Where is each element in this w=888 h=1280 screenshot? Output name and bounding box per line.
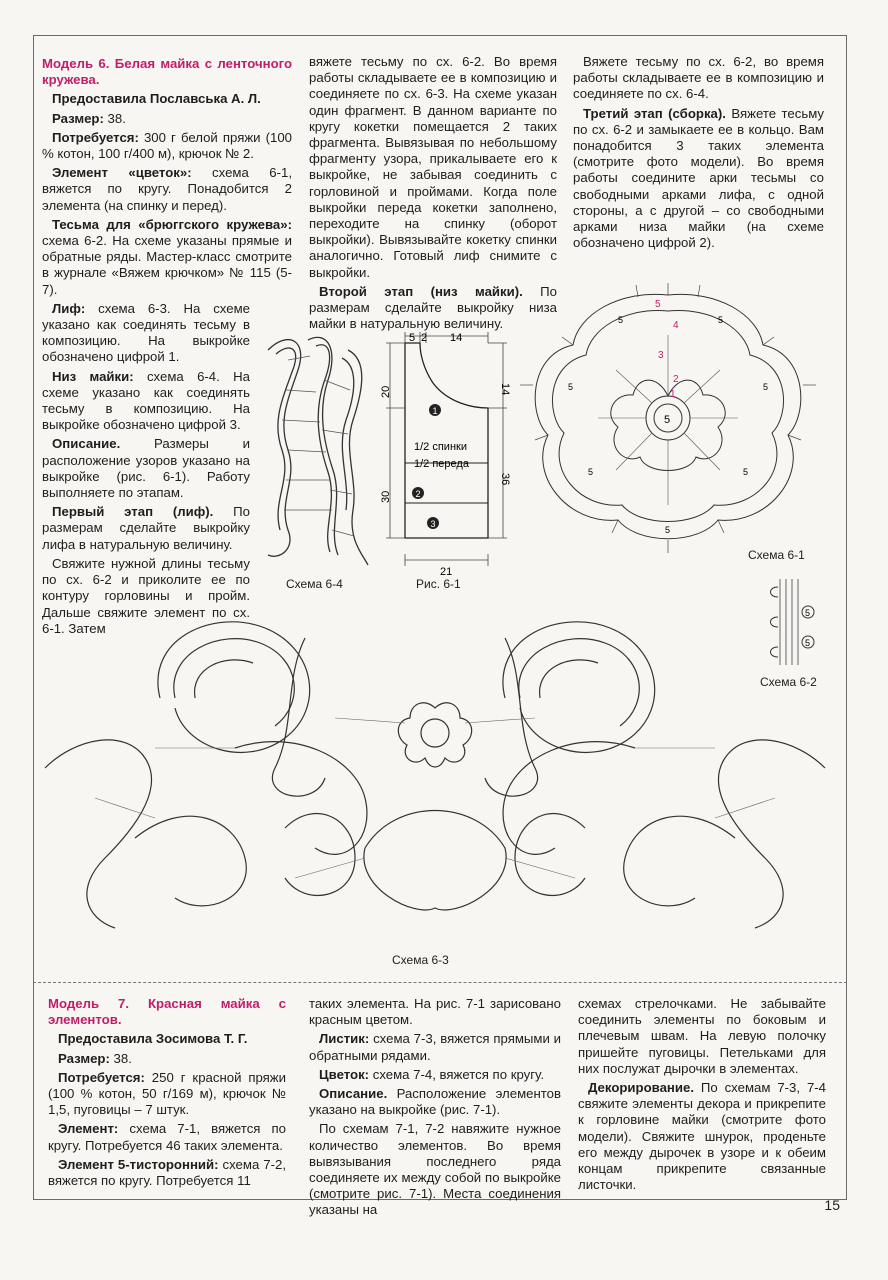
s61-label-c: 5 [568, 382, 573, 392]
scheme-6-1-diagram: 5 5 4 3 2 1 5 5 5 5 5 5 5 [520, 283, 816, 553]
fig-6-1-caption: Рис. 6-1 [416, 577, 461, 591]
scheme-6-1-caption: Схема 6-1 [748, 548, 805, 562]
dim-2: 2 [421, 332, 427, 344]
s61-num-4: 4 [673, 320, 679, 331]
marker-1: 1 [433, 406, 438, 416]
model7-col3: схемах стрелочками. Не забывайте соедини… [578, 996, 826, 1196]
model6-col3: Вяжете тесьму по сх. 6-2, во время работ… [573, 54, 824, 254]
dim-21: 21 [440, 566, 452, 578]
marker-3: 3 [431, 519, 436, 529]
marker-2-circle [412, 487, 424, 499]
model6-author: Предоставила Пославська А. Л. [52, 91, 261, 107]
model6-stage1: Первый этап (лиф). По размерам сделайте … [42, 504, 250, 552]
s61-num-3: 3 [658, 350, 664, 361]
model7-col2-lead: таких элемента. На рис. 7-1 зарисовано к… [309, 996, 561, 1028]
model7-element5: Элемент 5-тисторонний: схема 7-2, вяжетс… [48, 1156, 286, 1189]
model6-title: Модель 6. Белая майка с ленточного круже… [42, 56, 292, 88]
model7-description: Описание. Расположение элементов указано… [309, 1086, 561, 1118]
model6-stage3: Третий этап (сборка). Вяжете тесьму по с… [573, 105, 824, 251]
scheme-6-2-diagram: 5 5 [770, 579, 815, 665]
s61-label-f: 5 [743, 467, 748, 477]
model7-author: Предоставила Зосимова Т. Г. [58, 1031, 248, 1047]
model6-element: Элемент «цветок»: схема 6-1, вяжется по … [42, 165, 293, 213]
model6-description: Описание. Размеры и расположение узоров … [42, 436, 250, 501]
model7-title: Модель 7. Красная майка с элементов. [48, 996, 286, 1028]
fig-6-1-pattern: 5 2 14 20 30 14 36 21 1 2 3 1/2 спинки 1… [380, 332, 511, 578]
dim-36: 36 [499, 473, 511, 485]
s61-label-d: 5 [763, 382, 768, 392]
page-frame [33, 35, 847, 1200]
model7-size: Размер: 38. [58, 1050, 132, 1066]
s61-label-a: 5 [618, 315, 623, 325]
model7-flower: Цветок: схема 7-4, вяжется по кругу. [319, 1066, 544, 1082]
s61-num-2: 2 [673, 374, 679, 385]
model7-col2-text: По схемам 7-1, 7-2 навяжите нужное колич… [309, 1121, 561, 1218]
section-divider [33, 982, 847, 983]
model6-bottom: Низ майки: схема 6-4. На схеме указано к… [42, 368, 250, 433]
s61-num-1: 1 [670, 389, 676, 400]
dim-30: 30 [380, 491, 392, 503]
scheme-6-4-diagram [267, 336, 369, 566]
scheme-6-4-caption: Схема 6-4 [286, 577, 343, 591]
model7-decor: Декорирование. По схемам 7-3, 7-4 свяжит… [578, 1080, 826, 1193]
dim-5: 5 [409, 332, 415, 344]
s61-label-e: 5 [588, 467, 593, 477]
model6-stage1-p2: Свяжите нужной длины тесьму по сх. 6-2 и… [42, 555, 250, 636]
dim-14-top: 14 [450, 332, 462, 344]
model6-stage2: Второй этап (низ майки). По размерам сде… [309, 283, 557, 332]
model6-size: Размер: 38. [52, 110, 126, 126]
model6-needs: Потребуется: 300 г белой пряжи (100 % ко… [42, 129, 292, 162]
dim-14-side: 14 [499, 383, 511, 395]
model6-col3-text: Вяжете тесьму по сх. 6-2, во время работ… [573, 54, 824, 102]
model7-leaf: Листик: схема 7-3, вяжется прямыми и обр… [309, 1031, 561, 1063]
pattern-label-back: 1/2 спинки [414, 441, 467, 453]
scheme-6-2-caption: Схема 6-2 [760, 675, 817, 689]
pattern-label-front: 1/2 переда [414, 458, 470, 470]
dim-20: 20 [380, 386, 392, 398]
model7-col1: Модель 7. Красная майка с элементов. Пре… [48, 996, 286, 1192]
s61-label-g: 5 [665, 525, 670, 535]
s61-label-b: 5 [718, 315, 723, 325]
model6-col2: вяжете тесьму по сх. 6-2. Во время работ… [309, 54, 557, 335]
model7-needs: Потребуется: 250 г красной пряжи (100 % … [48, 1069, 286, 1118]
marker-1-circle [429, 404, 441, 416]
model6-tape: Тесьма для «брюггского кружева»: схема 6… [42, 216, 292, 297]
model7-col3-text: схемах стрелочками. Не забывайте соедини… [578, 996, 826, 1076]
marker-3-circle [427, 517, 439, 529]
page-number: 15 [824, 1197, 840, 1213]
model6-bodice: Лиф: схема 6-3. На схеме указано как сое… [42, 300, 250, 365]
scheme-6-3-diagram [44, 621, 826, 929]
marker-2: 2 [416, 489, 421, 499]
scheme-6-3-caption: Схема 6-3 [392, 953, 449, 967]
model6-col2-text: вяжете тесьму по сх. 6-2. Во время работ… [309, 54, 557, 280]
s61-center-5: 5 [664, 414, 670, 426]
model7-col2: таких элемента. На рис. 7-1 зарисовано к… [309, 996, 561, 1222]
model7-element: Элемент: схема 7-1, вяжется по кругу. По… [48, 1121, 286, 1153]
model6-col1: Модель 6. Белая майка с ленточного круже… [42, 56, 292, 640]
s62-num-5a: 5 [805, 608, 810, 618]
s61-num-5: 5 [655, 299, 661, 310]
s62-num-5b: 5 [805, 638, 810, 648]
